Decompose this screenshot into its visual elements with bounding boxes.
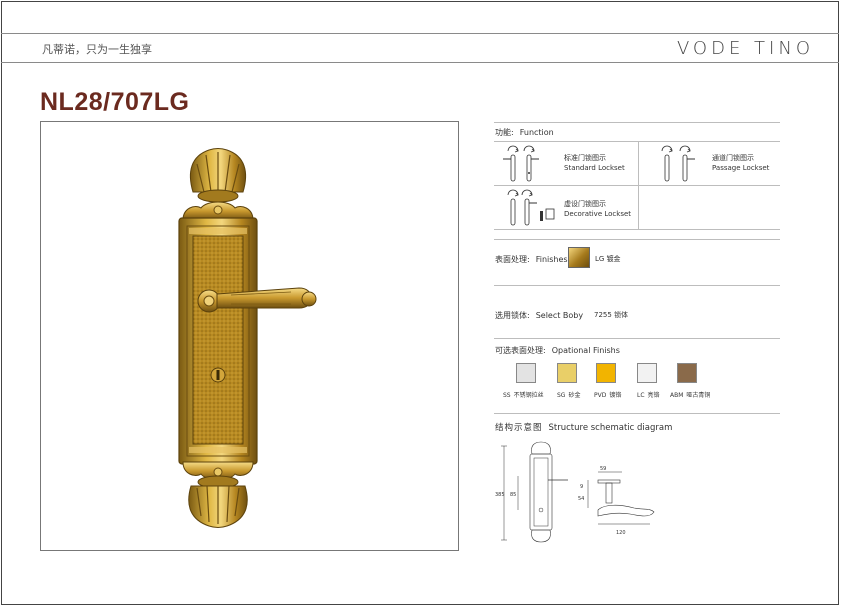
dim-9: 9 <box>580 484 583 490</box>
divider <box>494 338 780 339</box>
lock-body-label: 选用锁体:Select Boby <box>495 311 584 320</box>
structure-diagram: 385 85 59 9 54 120 <box>495 441 655 543</box>
finish-swatch-lg <box>568 247 590 268</box>
lever-handle <box>197 287 317 313</box>
door-handle-illustration <box>178 148 317 528</box>
top-rule <box>1 33 839 34</box>
top-shell-ornament <box>189 148 247 203</box>
finish-lg-label: LG 镀金 <box>595 255 621 263</box>
back-plate <box>178 217 258 465</box>
swatch-ss <box>516 363 536 383</box>
divider <box>494 122 780 123</box>
finishes-label: 表面处理:Finishes <box>495 255 568 264</box>
slogan: 凡蒂诺，只为一生独享 <box>42 43 152 56</box>
function-label: 功能:Function <box>495 128 554 137</box>
brand-logo: VODE TINO <box>676 38 814 59</box>
bottom-shell-ornament <box>188 475 248 528</box>
dim-59: 59 <box>600 466 606 472</box>
decorative-lockset-icon <box>502 189 564 232</box>
optional-finishes-label: 可选表面处理:Opational Finishs <box>495 346 620 355</box>
passage-lockset-icon <box>660 145 700 188</box>
swatch-sg <box>557 363 577 383</box>
passage-lockset-label: 通道门锁图示 Passage Lockset <box>712 154 770 172</box>
top-crown <box>182 201 254 221</box>
swatch-abm <box>677 363 697 383</box>
product-photo <box>40 121 459 551</box>
swatch-lc <box>637 363 657 383</box>
standard-lockset-icon <box>502 145 542 188</box>
product-model: NL28/707LG <box>40 88 190 116</box>
dim-120: 120 <box>616 530 626 536</box>
key-cylinder <box>210 367 226 383</box>
divider <box>494 413 780 414</box>
header-rule <box>1 62 839 63</box>
dim-inner: 85 <box>510 492 516 498</box>
function-grid: 标准门锁图示 Standard Lockset 通道门锁图示 Passage L… <box>494 141 780 232</box>
dim-total: 385 <box>495 492 505 498</box>
dim-54: 54 <box>578 496 584 502</box>
decorative-lockset-label: 虚设门锁图示 Decorative Lockset <box>564 200 632 218</box>
standard-lockset-label: 标准门锁图示 Standard Lockset <box>564 154 625 172</box>
divider <box>494 285 780 286</box>
divider <box>494 239 780 240</box>
swatch-pvd <box>596 363 616 383</box>
lock-body-value: 7255 锁体 <box>594 311 629 319</box>
